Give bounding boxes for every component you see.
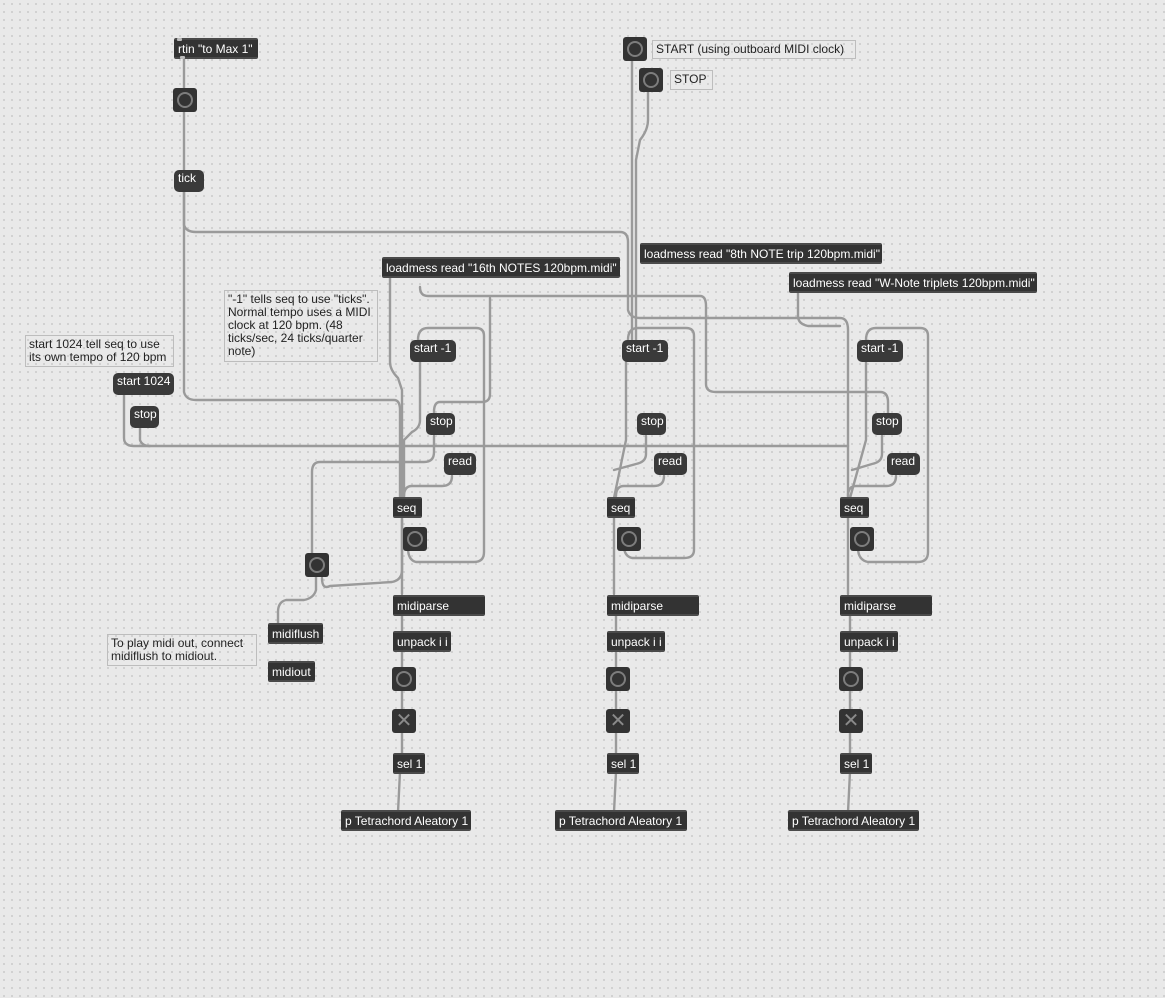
tetrachord-label: p Tetrachord Aleatory 1 [792, 814, 916, 828]
sel-label: sel 1 [611, 757, 637, 771]
loadmess-label: loadmess read "W-Note triplets 120bpm.mi… [793, 276, 1035, 290]
bang-ring-icon [643, 72, 659, 88]
outlet[interactable] [180, 56, 185, 59]
midiparse-label: midiparse [611, 599, 664, 613]
stop-bang-button[interactable] [639, 68, 663, 92]
tick-object[interactable]: tick [174, 170, 204, 192]
loadmess-16th-notes[interactable]: loadmess read "16th NOTES 120bpm.midi" [382, 257, 620, 278]
sel-object-1[interactable]: sel 1 [393, 753, 425, 774]
toggle-x-icon-1[interactable]: ✕ [392, 709, 416, 733]
midiparse-object-1[interactable]: midiparse [393, 595, 485, 616]
sel-object-3[interactable]: sel 1 [840, 753, 872, 774]
loadmess-8th-note-trip[interactable]: loadmess read "8th NOTE trip 120bpm.midi… [640, 243, 882, 264]
stop-label: stop [641, 414, 664, 428]
bang-ring-icon [621, 531, 637, 547]
tetrachord-subpatch-2[interactable]: p Tetrachord Aleatory 1 [555, 810, 687, 831]
loadmess-label: loadmess read "16th NOTES 120bpm.midi" [386, 261, 617, 275]
unpack-object-2[interactable]: unpack i i [607, 631, 665, 652]
stop-message-left[interactable]: stop [130, 406, 159, 428]
unpack-label: unpack i i [844, 635, 895, 649]
stop-label: stop [876, 414, 899, 428]
start-1024-label: start 1024 [117, 374, 171, 388]
stop-message-2[interactable]: stop [637, 413, 666, 435]
stop-message-1[interactable]: stop [426, 413, 455, 435]
bang-ring-icon [627, 41, 643, 57]
tetrachord-subpatch-1[interactable]: p Tetrachord Aleatory 1 [341, 810, 471, 831]
read-message-1[interactable]: read [444, 453, 476, 475]
bang-ring-icon [610, 671, 626, 687]
read-label: read [891, 454, 916, 468]
midiflush-label: midiflush [272, 627, 320, 641]
note-bang-button-3[interactable] [839, 667, 863, 691]
midiflush-bang-button[interactable] [305, 553, 329, 577]
rtin-object[interactable]: rtin "to Max 1" [174, 38, 258, 59]
seq-label: seq [611, 501, 631, 515]
stop-label: stop [430, 414, 453, 428]
start-comment: START (using outboard MIDI clock) [652, 40, 856, 59]
unpack-object-3[interactable]: unpack i i [840, 631, 898, 652]
bang-ring-icon [843, 671, 859, 687]
bang-ring-icon [309, 557, 325, 573]
stop-label: stop [134, 407, 157, 421]
midiparse-label: midiparse [397, 599, 450, 613]
midiparse-object-2[interactable]: midiparse [607, 595, 699, 616]
tetrachord-subpatch-3[interactable]: p Tetrachord Aleatory 1 [788, 810, 919, 831]
start-1024-message[interactable]: start 1024 [113, 373, 174, 395]
midiflush-object[interactable]: midiflush [268, 623, 323, 644]
seq-object-2[interactable]: seq [607, 497, 635, 518]
unpack-object-1[interactable]: unpack i i [393, 631, 451, 652]
seq-object-1[interactable]: seq [393, 497, 422, 518]
read-label: read [658, 454, 683, 468]
toggle-x-icon-3[interactable]: ✕ [839, 709, 863, 733]
bang-ring-icon [177, 92, 193, 108]
toggle-x-icon-2[interactable]: ✕ [606, 709, 630, 733]
start-minus-1-label: start -1 [414, 341, 452, 355]
sel-label: sel 1 [397, 757, 423, 771]
midiparse-object-3[interactable]: midiparse [840, 595, 932, 616]
loadmess-w-note-triplets[interactable]: loadmess read "W-Note triplets 120bpm.mi… [789, 272, 1037, 293]
midiparse-label: midiparse [844, 599, 897, 613]
read-message-2[interactable]: read [654, 453, 687, 475]
seq-bang-button-3[interactable] [850, 527, 874, 551]
start-minus-1-message-1[interactable]: start -1 [410, 340, 456, 362]
tempo-comment: start 1024 tell seq to use its own tempo… [25, 335, 174, 367]
read-label: read [448, 454, 473, 468]
bang-ring-icon [854, 531, 870, 547]
seq-bang-button-2[interactable] [617, 527, 641, 551]
start-bang-button[interactable] [623, 37, 647, 61]
tetrachord-label: p Tetrachord Aleatory 1 [559, 814, 683, 828]
stop-comment: STOP [670, 70, 713, 90]
tetrachord-label: p Tetrachord Aleatory 1 [345, 814, 469, 828]
seq-object-3[interactable]: seq [840, 497, 869, 518]
tick-label: tick [178, 171, 196, 185]
sel-object-2[interactable]: sel 1 [607, 753, 639, 774]
seq-bang-button-1[interactable] [403, 527, 427, 551]
loadmess-label: loadmess read "8th NOTE trip 120bpm.midi… [644, 247, 880, 261]
seq-label: seq [844, 501, 864, 515]
inlet[interactable] [177, 38, 182, 41]
seq-label: seq [397, 501, 417, 515]
ticks-comment: "-1" tells seq to use "ticks". Normal te… [224, 290, 378, 362]
stop-message-3[interactable]: stop [872, 413, 902, 435]
bang-button[interactable] [173, 88, 197, 112]
unpack-label: unpack i i [611, 635, 662, 649]
rtin-label: rtin "to Max 1" [178, 42, 253, 56]
start-minus-1-message-2[interactable]: start -1 [622, 340, 668, 362]
sel-label: sel 1 [844, 757, 870, 771]
midiout-label: midiout [272, 665, 311, 679]
bang-ring-icon [396, 671, 412, 687]
midiout-comment: To play midi out, connect midiflush to m… [107, 634, 257, 666]
read-message-3[interactable]: read [887, 453, 920, 475]
start-minus-1-message-3[interactable]: start -1 [857, 340, 903, 362]
note-bang-button-1[interactable] [392, 667, 416, 691]
start-minus-1-label: start -1 [861, 341, 899, 355]
bang-ring-icon [407, 531, 423, 547]
note-bang-button-2[interactable] [606, 667, 630, 691]
unpack-label: unpack i i [397, 635, 448, 649]
midiout-object[interactable]: midiout [268, 661, 315, 682]
start-minus-1-label: start -1 [626, 341, 664, 355]
